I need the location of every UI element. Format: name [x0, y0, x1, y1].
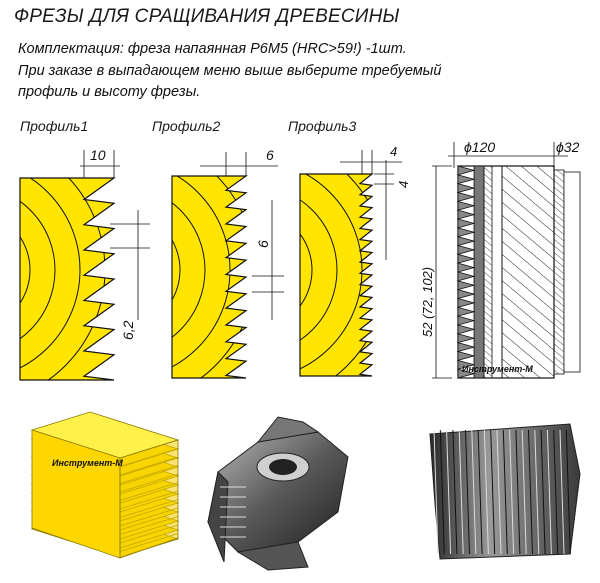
- profile-1-label: Профиль1: [20, 118, 89, 134]
- profile-3-label: Профиль3: [288, 118, 357, 134]
- cutter-tooth-line: [477, 429, 483, 555]
- cutter-outer-diameter: ϕ120: [464, 139, 495, 155]
- cutter-tooth-line: [458, 429, 464, 555]
- page-title: ФРЕЗЫ ДЛЯ СРАЩИВАНИЯ ДРЕВЕСИНЫ: [14, 6, 400, 27]
- profile-2-body: [171, 175, 248, 379]
- cutter-tooth-line: [433, 429, 439, 555]
- profile-2-tooth-height: 6: [255, 240, 271, 248]
- cutter-tooth-line: [515, 429, 521, 555]
- profile-1-tooth-height: 6,2: [120, 320, 136, 340]
- profile-2-drawing: 6 6: [171, 147, 284, 379]
- toothed-cutter-photo: [429, 423, 581, 560]
- photo-brand-label: Инструмент-М: [52, 458, 123, 468]
- profile-3-drawing: 4 4: [299, 144, 411, 377]
- stacked-block-illustration: Инструмент-М: [30, 411, 180, 559]
- cutter-photo: [207, 416, 349, 571]
- description-line-1: Комплектация: фреза напаянная Р6М5 (HRC>…: [18, 41, 407, 57]
- description-line-3: профиль и высоту фрезы.: [18, 84, 201, 100]
- cutter-tooth-line: [483, 429, 489, 555]
- cutter-tooth-line: [465, 429, 470, 555]
- cutter-brand-label: Инструмент-М: [462, 364, 533, 374]
- cutter-tooth-line: [509, 429, 515, 555]
- cutter-tooth-line: [540, 429, 546, 555]
- cutter-tooth-line: [502, 429, 508, 555]
- cutter-height: 52 (72, 102): [420, 267, 435, 337]
- cutter-tooth-line: [534, 429, 540, 555]
- description-line-2: При заказе в выпадающем меню выше выбери…: [18, 63, 442, 79]
- cutter-tooth-line: [553, 429, 559, 555]
- cutter-tooth-line: [439, 429, 445, 555]
- stack-side-face: [119, 439, 179, 559]
- cutter-tooth-line: [559, 429, 565, 555]
- cutter-bore-diameter: ϕ32: [556, 139, 580, 155]
- cutter-tooth-line: [496, 429, 502, 555]
- profile-1-body: [19, 177, 116, 381]
- profile-2-pitch: 6: [266, 147, 274, 163]
- cutter-tooth-line: [490, 429, 496, 555]
- cutter-tooth-line: [528, 429, 533, 555]
- cutter-teeth: [456, 165, 476, 379]
- profile-3-tooth-height: 4: [396, 181, 411, 188]
- cutter-tooth-line: [521, 429, 527, 555]
- cutter-section-drawing: ϕ120 ϕ32 52 (72, 102) Инструмент-М: [420, 139, 581, 379]
- profile-1-pitch: 10: [90, 147, 106, 163]
- cutter-tooth-line: [471, 429, 477, 555]
- profile-2-label: Профиль2: [152, 118, 221, 134]
- cutter-tooth-line: [452, 429, 458, 555]
- profile-3-pitch: 4: [390, 144, 397, 159]
- cutter-tooth-line: [546, 429, 552, 555]
- profile-3-body: [299, 173, 374, 377]
- cutter-tooth-line: [446, 429, 452, 555]
- cutter-tooth-line: [565, 429, 571, 555]
- profile-1-drawing: 10 6,2: [19, 147, 150, 381]
